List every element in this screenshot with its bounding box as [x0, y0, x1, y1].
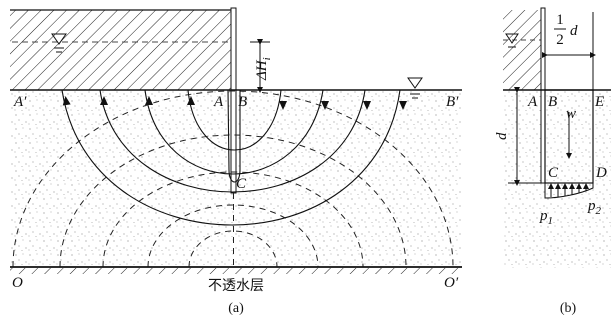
- label-o: O: [12, 275, 23, 291]
- water-level-symbol-upstream: [51, 33, 67, 53]
- impermeable-label: 不透水层: [208, 278, 264, 294]
- label-e-b: E: [594, 94, 604, 110]
- caption-b: (b): [560, 301, 577, 316]
- caption-a: (a): [228, 301, 244, 316]
- p1-label: p1: [539, 208, 553, 227]
- uplift-pressure: [544, 183, 594, 199]
- upstream-block: [10, 10, 231, 90]
- impermeable-hatch: [10, 268, 462, 274]
- label-b-prime: B′: [446, 94, 459, 110]
- water-level-symbol-downstream: [407, 77, 423, 99]
- svg-text:d: d: [570, 23, 578, 39]
- label-c-b: C: [548, 165, 559, 181]
- panel-b: A B E C D w d 1 2 d p1 p2 (b): [494, 7, 611, 316]
- half-d-label: 1 2 d: [554, 12, 578, 48]
- label-b: B: [238, 94, 247, 110]
- label-c: C: [236, 176, 247, 192]
- weight-label: w: [566, 106, 576, 122]
- water-level-symbol-b: [505, 33, 519, 48]
- label-a-prime: A′: [13, 94, 27, 110]
- flow-lines: [61, 89, 401, 226]
- depth-dimension: [508, 87, 541, 186]
- label-a: A: [213, 94, 224, 110]
- svg-text:2: 2: [556, 32, 564, 48]
- head-difference-label: ΔHi: [254, 57, 273, 81]
- label-b-b: B: [548, 94, 557, 110]
- equipotential-lines: [12, 90, 454, 268]
- label-o-prime: O′: [444, 275, 459, 291]
- sheet-pile: [230, 7, 237, 194]
- flow-arrows: [62, 96, 407, 110]
- label-d-b: D: [595, 165, 607, 181]
- svg-text:1: 1: [556, 12, 564, 28]
- panel-a: A′ A B B′ C O O′ ΔHi 不透水层 (a): [10, 7, 462, 316]
- half-d-dimension: [542, 12, 596, 90]
- upstream-block-b: [503, 10, 541, 90]
- label-a-b: A: [527, 94, 538, 110]
- depth-label: d: [494, 132, 510, 140]
- p2-label: p2: [587, 198, 602, 217]
- head-difference-dimension: [250, 39, 270, 93]
